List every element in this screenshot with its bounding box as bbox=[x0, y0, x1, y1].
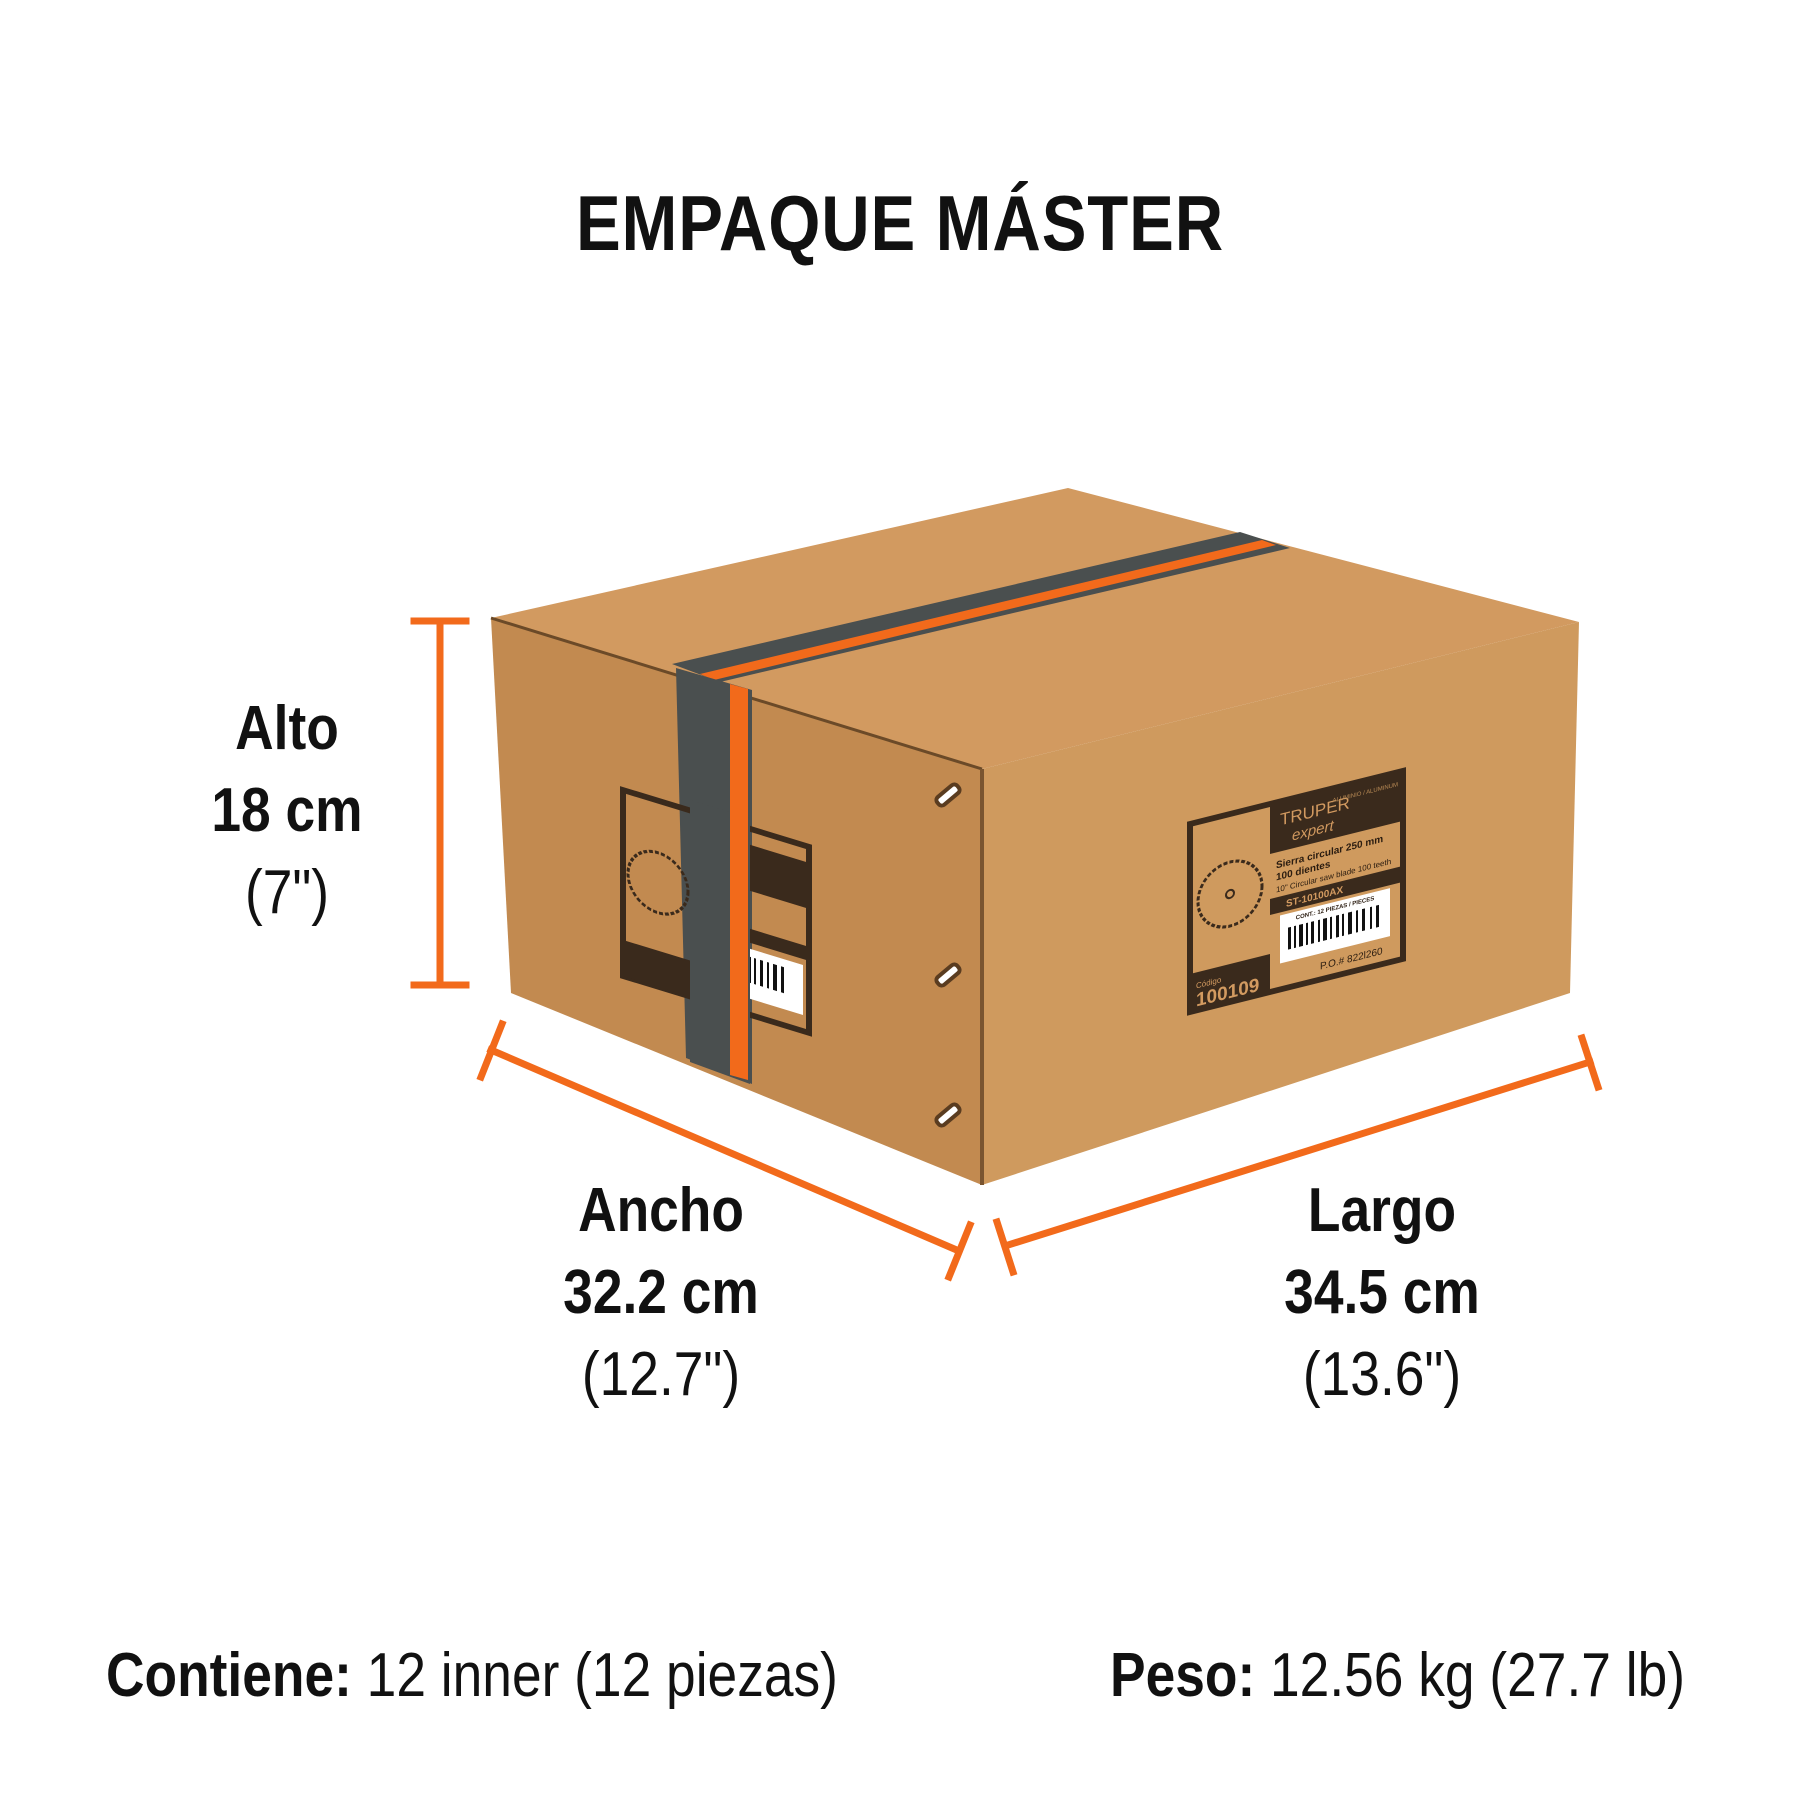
width-dimension-line bbox=[476, 1019, 975, 1282]
contents-label: Contiene: bbox=[106, 1641, 352, 1710]
width-imperial: (12.7") bbox=[581, 1340, 741, 1409]
width-title: Ancho bbox=[578, 1176, 744, 1245]
height-dimension-line bbox=[410, 617, 470, 989]
length-title: Largo bbox=[1307, 1176, 1457, 1245]
length-imperial: (13.6") bbox=[1302, 1340, 1462, 1409]
width-label: Ancho 32.2 cm (12.7") bbox=[489, 1170, 833, 1416]
weight-info: Peso: 12.56 kg (27.7 lb) bbox=[1110, 1640, 1685, 1711]
handle-slots bbox=[934, 782, 962, 1128]
height-label: Alto 18 cm (7") bbox=[115, 688, 459, 934]
height-title: Alto bbox=[235, 694, 339, 763]
contents-info: Contiene: 12 inner (12 piezas) bbox=[106, 1640, 838, 1711]
length-metric: 34.5 cm bbox=[1284, 1258, 1480, 1327]
product-label-right: TRUPER expert ALUMINIO / ALUMINUM Sierra… bbox=[1187, 767, 1406, 1016]
width-metric: 32.2 cm bbox=[563, 1258, 759, 1327]
page-title: EMPAQUE MÁSTER bbox=[575, 179, 1225, 267]
length-label: Largo 34.5 cm (13.6") bbox=[1210, 1170, 1554, 1416]
contents-value: 12 inner (12 piezas) bbox=[366, 1641, 838, 1710]
height-imperial: (7") bbox=[244, 858, 330, 927]
weight-label: Peso: bbox=[1110, 1641, 1256, 1710]
box-top-face bbox=[491, 488, 1579, 769]
weight-value: 12.56 kg (27.7 lb) bbox=[1270, 1641, 1686, 1710]
length-dimension-line bbox=[992, 1033, 1603, 1277]
tape-top-stripe bbox=[700, 540, 1276, 680]
height-metric: 18 cm bbox=[211, 776, 363, 845]
